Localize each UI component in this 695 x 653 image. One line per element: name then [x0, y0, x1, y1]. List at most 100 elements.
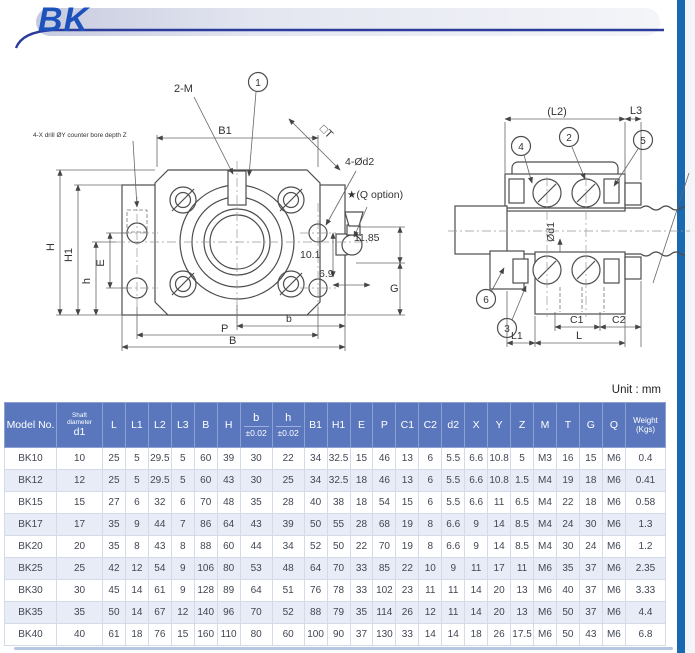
table-cell: 37 — [349, 623, 374, 646]
table-cell: 15 — [395, 491, 420, 514]
dim-label-H1: H1 — [63, 248, 75, 262]
table-cell: 78 — [326, 579, 351, 602]
dimension-table: Model No. Shaft diameter d1 L L1 L2 L3 B… — [4, 402, 666, 646]
col-header-H1: H1 — [326, 402, 351, 448]
balloon-1-number: 1 — [255, 78, 261, 89]
shaft-label-line1: Shaft — [72, 412, 87, 419]
table-cell: 39 — [216, 447, 241, 470]
table-cell: 5 — [170, 447, 195, 470]
table-cell: 5.5 — [441, 469, 466, 492]
table-cell: 15 — [56, 491, 103, 514]
title-banner — [36, 8, 660, 36]
table-cell: 19 — [395, 513, 420, 536]
table-cell: M6 — [601, 557, 627, 580]
col-header-L1: L1 — [124, 402, 149, 448]
table-cell: 15 — [578, 447, 603, 470]
table-cell: 19 — [555, 469, 580, 492]
table-cell: 35 — [349, 601, 374, 624]
table-cell: 5.5 — [441, 491, 466, 514]
table-cell: 35 — [56, 601, 103, 624]
dim-label-2M: 2-M — [174, 83, 193, 95]
col-header-model-label: Model No. — [6, 419, 55, 431]
col-header-L3: L3 — [170, 402, 195, 448]
table-cell: 79 — [326, 601, 351, 624]
table-cell: 35 — [239, 491, 273, 514]
table-cell: 80 — [239, 623, 273, 646]
col-header-C1: C1 — [395, 402, 420, 448]
table-cell: 11 — [418, 579, 443, 602]
model-cell: BK20 — [4, 535, 57, 558]
unit-label: Unit : mm — [611, 384, 661, 396]
table-cell: 50 — [555, 601, 580, 624]
dim-label-L: L — [576, 330, 582, 342]
table-cell: 52 — [303, 535, 328, 558]
table-cell: 70 — [193, 491, 218, 514]
dim-label-T: □T — [317, 123, 335, 141]
table-cell: M6 — [601, 579, 627, 602]
table-cell: 140 — [193, 601, 218, 624]
table-cell: 55 — [326, 513, 351, 536]
table-cell: 28 — [271, 491, 305, 514]
table-cell: 54 — [147, 557, 172, 580]
table-cell: 18 — [578, 491, 603, 514]
table-cell: 3.33 — [625, 579, 666, 602]
table-cell: 32.5 — [326, 447, 351, 470]
col-header-B: B — [193, 402, 218, 448]
table-cell: 16 — [555, 447, 580, 470]
table-cell: M6 — [533, 623, 557, 646]
table-cell: 20 — [56, 535, 103, 558]
table-cell: 67 — [147, 601, 172, 624]
table-cell: 30 — [239, 447, 273, 470]
table-cell: 14 — [441, 623, 466, 646]
dim-label-B1: B1 — [218, 125, 231, 137]
table-cell: 33 — [349, 557, 374, 580]
table-cell: 0.58 — [625, 491, 666, 514]
table-cell: 11 — [441, 601, 466, 624]
dim-label-B: B — [229, 335, 236, 347]
table-cell: 100 — [303, 623, 328, 646]
table-cell: 17.5 — [510, 623, 534, 646]
front-view: B1 2-M 1 □T 4-X drill ØY counter bore de… — [33, 71, 405, 351]
col-header-b-tol: b ±0.02 — [239, 402, 273, 448]
table-cell: 52 — [271, 601, 305, 624]
table-cell: 43 — [147, 535, 172, 558]
table-cell: 40 — [303, 491, 328, 514]
table-cell: 11 — [487, 491, 512, 514]
table-cell: 9 — [170, 579, 195, 602]
table-cell: 6.6 — [464, 447, 489, 470]
table-cell: M6 — [601, 535, 627, 558]
col-header-B1: B1 — [303, 402, 328, 448]
table-cell: 6 — [418, 447, 443, 470]
table-cell: 43 — [216, 469, 241, 492]
table-cell: 8 — [170, 535, 195, 558]
table-cell: 85 — [372, 557, 397, 580]
table-cell: 12 — [170, 601, 195, 624]
table-cell: 22 — [271, 447, 305, 470]
table-cell: 24 — [555, 513, 580, 536]
table-cell: 13 — [510, 579, 534, 602]
table-cell: 60 — [193, 447, 218, 470]
dim-label-L3: L3 — [630, 105, 642, 117]
table-cell: 20 — [487, 601, 512, 624]
col-header-C2: C2 — [418, 402, 443, 448]
table-cell: 19 — [395, 535, 420, 558]
table-cell: M6 — [601, 623, 627, 646]
table-cell: 86 — [193, 513, 218, 536]
table-cell: 50 — [102, 601, 126, 624]
table-cell: 30 — [239, 469, 273, 492]
h-tol-symbol: h — [285, 411, 292, 424]
table-cell: 102 — [372, 579, 397, 602]
table-cell: 14 — [124, 579, 149, 602]
table-cell: 38 — [326, 491, 351, 514]
table-cell: 5 — [124, 469, 149, 492]
table-cell: M6 — [533, 557, 557, 580]
dim-label-C1: C1 — [570, 314, 584, 326]
model-cell: BK10 — [4, 447, 57, 470]
table-cell: 6 — [418, 491, 443, 514]
table-cell: 11 — [441, 579, 466, 602]
title-underline-swoosh — [14, 28, 664, 49]
table-cell: 9 — [441, 557, 466, 580]
table-cell: 61 — [147, 579, 172, 602]
